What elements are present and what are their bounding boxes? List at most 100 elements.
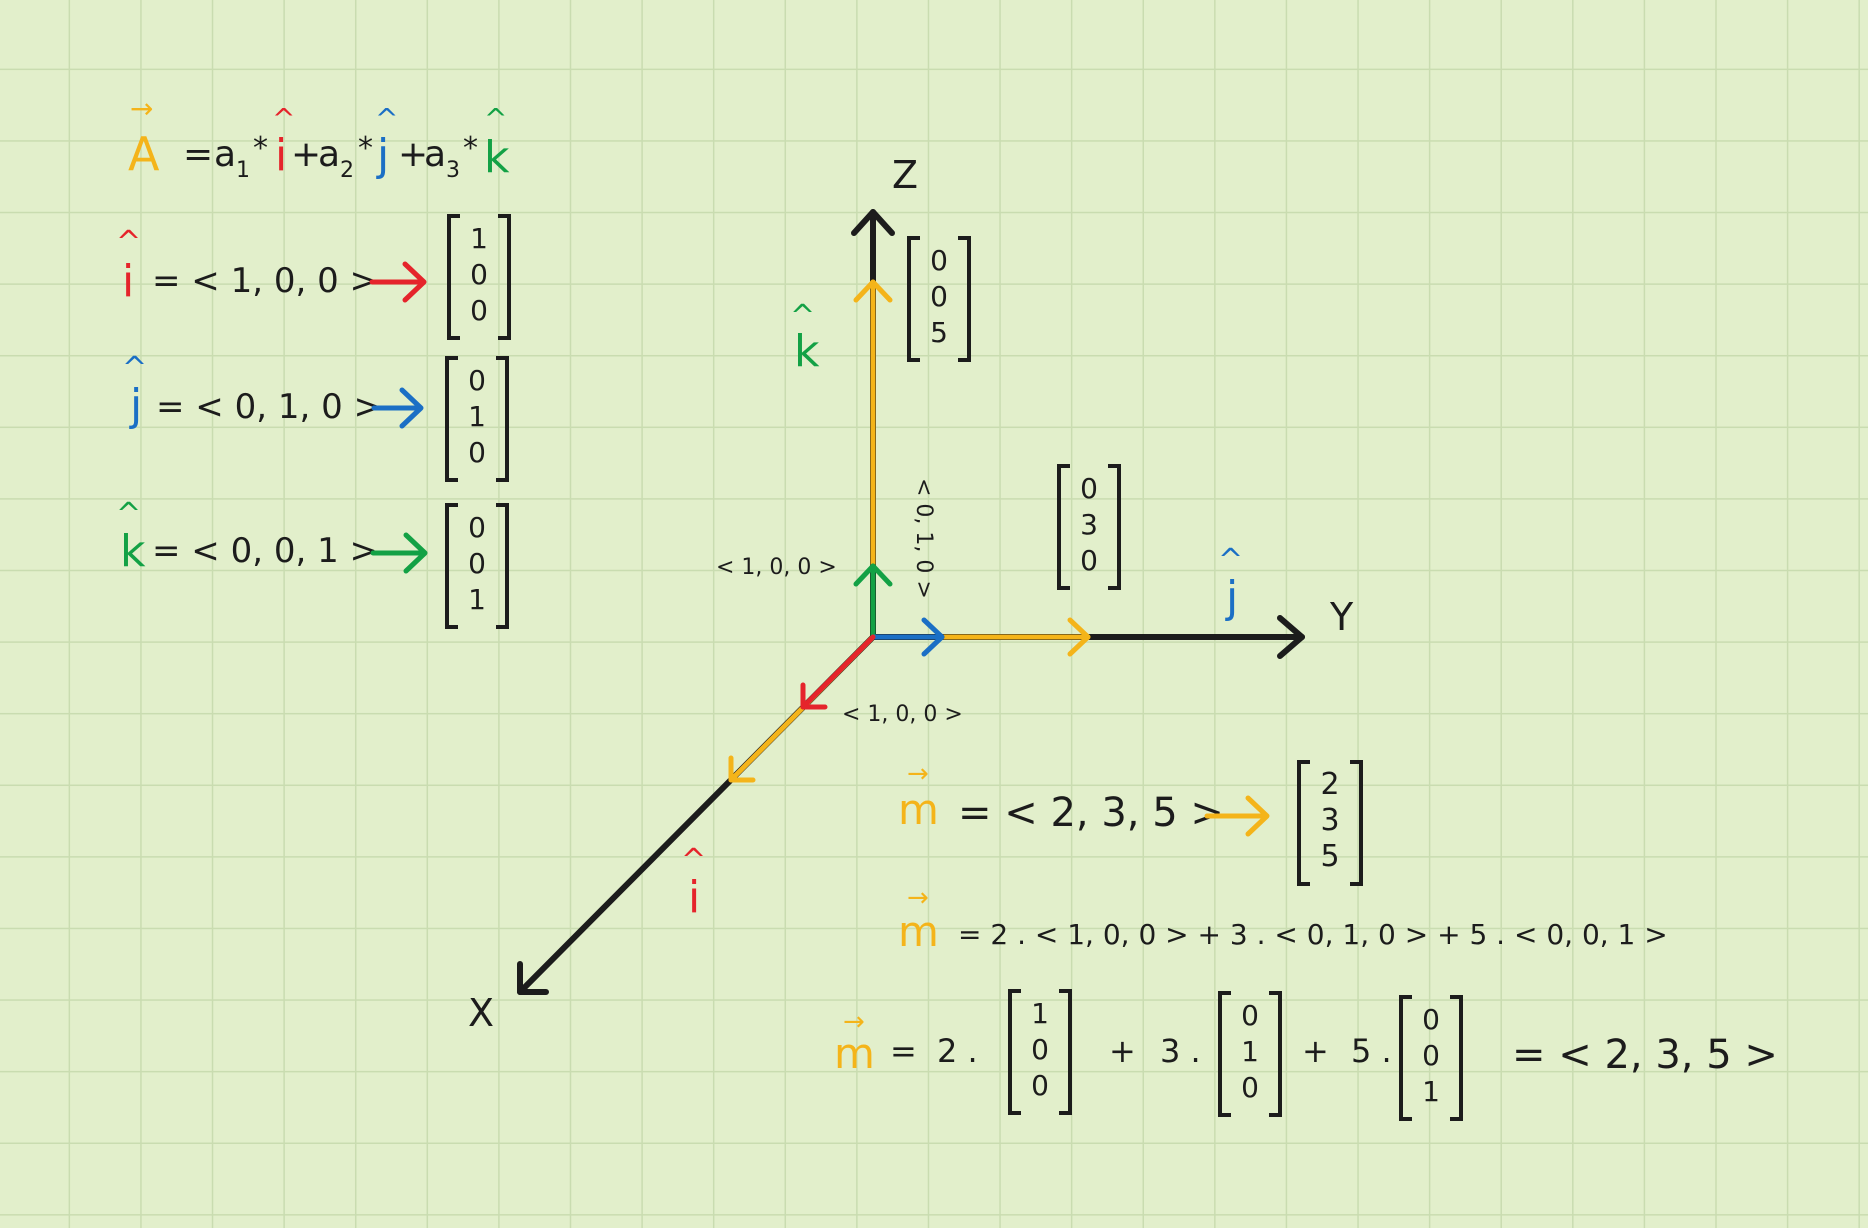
x-axis-arrowhead — [517, 961, 549, 995]
y-axis-arrowhead — [1277, 615, 1305, 659]
def-j-symbol: j — [129, 380, 142, 431]
green-arrow-icon — [370, 532, 428, 574]
column-matrix-k: 0 0 1 — [445, 503, 509, 629]
matrix-cell: 0 — [470, 258, 488, 291]
def-k-symbol: k — [120, 526, 146, 577]
y-component-arrowhead — [1067, 617, 1091, 657]
y-axis-label: Y — [1329, 595, 1354, 639]
hat-mark-k: ^ — [790, 299, 815, 334]
matrix-cell: 1 — [468, 400, 486, 433]
equation-m-expansion: → m = 2 . < 1, 0, 0 > + 3 . < 0, 1, 0 > … — [898, 883, 1668, 956]
j-unit-vector-label: < 0, 1, 0 > — [911, 478, 936, 599]
matrix-cell: 0 — [1031, 1033, 1049, 1066]
matrix-cell: 0 — [470, 294, 488, 327]
coefficient-a1: a — [214, 134, 236, 175]
matrix-cell: 0 — [1031, 1069, 1049, 1102]
matrix-cell: 1 — [1241, 1035, 1259, 1068]
eq3-coefficient-2: 3 . — [1160, 1032, 1201, 1070]
matrix-cell: 0 — [1241, 1071, 1259, 1104]
vector-arrow-mark: → — [843, 1007, 865, 1037]
z-component-arrowhead — [853, 279, 893, 303]
z-axis-label: Z — [892, 153, 918, 197]
m-symbol: m — [834, 1029, 875, 1078]
hat-mark-j: ^ — [375, 102, 398, 135]
column-matrix-z: 0 0 5 — [907, 236, 971, 362]
matrix-cell: 2 — [1320, 767, 1339, 802]
i-unit-vector — [800, 634, 876, 710]
matrix-cell: 0 — [1241, 999, 1259, 1032]
hat-mark-k: ^ — [484, 102, 507, 135]
multiply-star-3: * — [463, 131, 478, 166]
m-symbol: m — [898, 907, 939, 956]
subscript-1: 1 — [236, 158, 250, 183]
matrix-cell: 1 — [1031, 997, 1049, 1030]
matrix-cell: 1 — [1422, 1075, 1440, 1108]
axis-k-label: k — [794, 326, 820, 377]
vector-a-formula: → A = a 1 * ^ i + a 2 * ^ j + a 3 * ^ k — [128, 92, 510, 183]
column-matrix-i: 1 0 0 — [447, 214, 511, 340]
matrix-cell: 0 — [930, 280, 948, 313]
coefficient-a2: a — [318, 134, 340, 175]
subscript-3: 3 — [446, 158, 460, 183]
column-matrix-j: 0 1 0 — [445, 356, 509, 482]
matrix-cell: 0 — [1422, 1003, 1440, 1036]
x-axis-label: X — [468, 991, 494, 1035]
axis-j-label: j — [1225, 572, 1238, 623]
hat-mark-i: ^ — [272, 102, 295, 135]
hat-mark-i: ^ — [116, 225, 141, 260]
matrix-cell: 1 — [468, 583, 486, 616]
def-k-text: = < 0, 0, 1 > — [152, 531, 378, 571]
vector-a-symbol: A — [128, 127, 160, 181]
column-matrix-m: 2 3 5 — [1297, 760, 1363, 886]
hat-mark-i: ^ — [681, 843, 706, 878]
eq3-plus-1: + — [1109, 1032, 1136, 1070]
vector-arrow-mark: → — [907, 759, 929, 789]
x-component-arrowhead — [728, 755, 756, 783]
matrix-cell: 0 — [930, 244, 948, 277]
matrix-cell: 0 — [468, 511, 486, 544]
yellow-arrow-icon — [1204, 795, 1270, 837]
vector-arrow-mark: → — [907, 883, 929, 913]
multiply-star-1: * — [253, 131, 268, 166]
m-symbol: m — [898, 785, 939, 834]
eq3-coefficient-1: 2 . — [937, 1032, 978, 1070]
i-unit-arrowhead — [800, 682, 828, 710]
equals-sign: = — [183, 134, 213, 175]
column-matrix-eq3-2: 0 1 0 — [1218, 991, 1282, 1117]
plus-sign-2: + — [398, 134, 428, 175]
def-i-text: = < 1, 0, 0 > — [152, 261, 378, 301]
eq3-equals: = — [890, 1032, 917, 1070]
matrix-cell: 1 — [470, 222, 488, 255]
equation-m-vector: → m = < 2, 3, 5 > 2 3 5 — [898, 759, 1363, 886]
coordinate-axes — [517, 209, 1305, 995]
unit-j-symbol: j — [376, 130, 389, 181]
eq3-result: = < 2, 3, 5 > — [1512, 1032, 1778, 1078]
matrix-cell: 0 — [1080, 544, 1098, 577]
matrix-cell: 5 — [930, 316, 948, 349]
plus-sign-1: + — [291, 134, 321, 175]
equation-m-matrix-sum: → m = 2 . 1 0 0 + 3 . 0 1 0 + 5 . 0 0 1 … — [834, 989, 1778, 1121]
matrix-cell: 0 — [1422, 1039, 1440, 1072]
j-unit-arrowhead — [921, 617, 945, 657]
axis-i-label: i — [688, 872, 700, 923]
definition-i: ^ i = < 1, 0, 0 > 1 0 0 — [116, 214, 511, 340]
column-matrix-eq3-3: 0 0 1 — [1399, 995, 1463, 1121]
unit-i-symbol: i — [275, 130, 287, 181]
k-unit-arrowhead — [853, 563, 893, 587]
definition-j: ^ j = < 0, 1, 0 > 0 1 0 — [122, 351, 509, 482]
coefficient-a3: a — [424, 134, 446, 175]
blue-arrow-icon — [371, 387, 424, 429]
multiply-star-2: * — [358, 131, 373, 166]
column-matrix-eq3-1: 1 0 0 — [1008, 989, 1072, 1115]
definition-k: ^ k = < 0, 0, 1 > 0 0 1 — [116, 497, 509, 629]
hat-mark-k: ^ — [116, 497, 141, 532]
matrix-cell: 5 — [1320, 839, 1339, 874]
hat-mark-j: ^ — [122, 351, 147, 386]
def-j-text: = < 0, 1, 0 > — [156, 387, 382, 427]
red-arrow-icon — [369, 261, 427, 303]
matrix-cell: 3 — [1320, 803, 1339, 838]
matrix-cell: 0 — [468, 436, 486, 469]
i-unit-vector-label: < 1, 0, 0 > — [842, 702, 963, 727]
eq3-plus-2: + — [1302, 1032, 1329, 1070]
matrix-cell: 0 — [468, 547, 486, 580]
